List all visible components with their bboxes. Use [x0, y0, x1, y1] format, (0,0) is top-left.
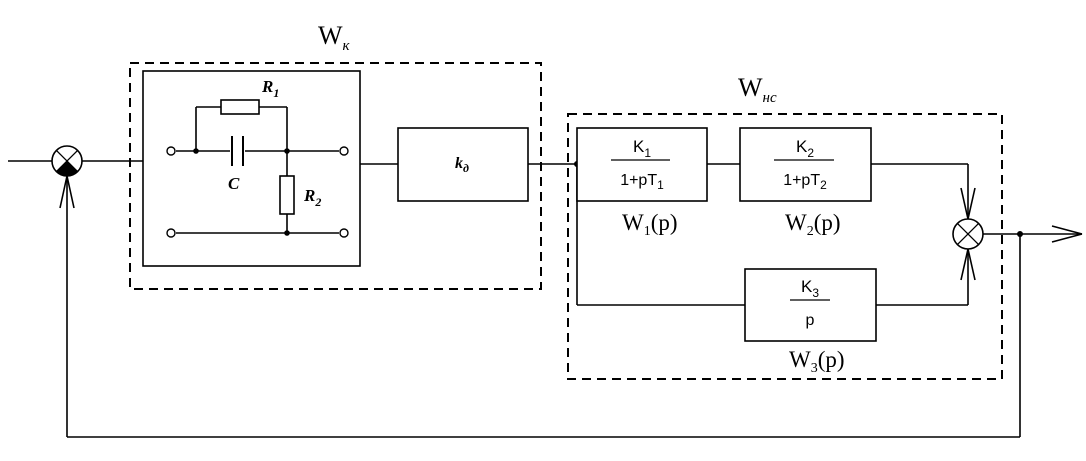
feedback-arrowhead [59, 175, 75, 209]
output-line [983, 225, 1083, 243]
c-label: C [228, 174, 240, 193]
w2-numerator: K2 [796, 137, 814, 160]
input-summing-junction [51, 145, 83, 177]
w2-denominator: 1+pT2 [783, 172, 827, 192]
feedback-path [66, 176, 1021, 438]
kd-block: kд [397, 127, 529, 202]
w3-caption: W3(p) [789, 347, 845, 376]
w1-denominator: 1+pT1 [620, 172, 664, 192]
w3-numerator: K3 [801, 277, 819, 300]
output-summing-junction [952, 218, 984, 250]
terminal-in-bottom [166, 228, 176, 238]
wk-label: Wк [318, 21, 351, 54]
w1-numerator: K1 [633, 137, 651, 160]
terminal-in-top [166, 146, 176, 156]
block-w2: K2 1+pT2 [739, 127, 872, 202]
wk-group-border [129, 62, 542, 290]
wnc-label: Wнс [738, 73, 777, 106]
r1-resistor [220, 99, 260, 115]
wnc-group-border [567, 113, 1003, 380]
r1-label: R1 [261, 77, 279, 100]
terminal-out-bottom [339, 228, 349, 238]
block-w3: K3 p [744, 268, 877, 342]
r2-label: R2 [303, 186, 321, 209]
terminal-out-top [339, 146, 349, 156]
kd-label: kд [455, 155, 469, 175]
block-w1: K1 1+pT1 [576, 127, 708, 202]
rc-network: R1 C R2 [142, 70, 361, 267]
w1-caption: W1(p) [622, 210, 678, 239]
w2-caption: W2(p) [785, 210, 841, 239]
w3-denominator: p [806, 312, 815, 329]
r2-resistor [279, 175, 295, 215]
